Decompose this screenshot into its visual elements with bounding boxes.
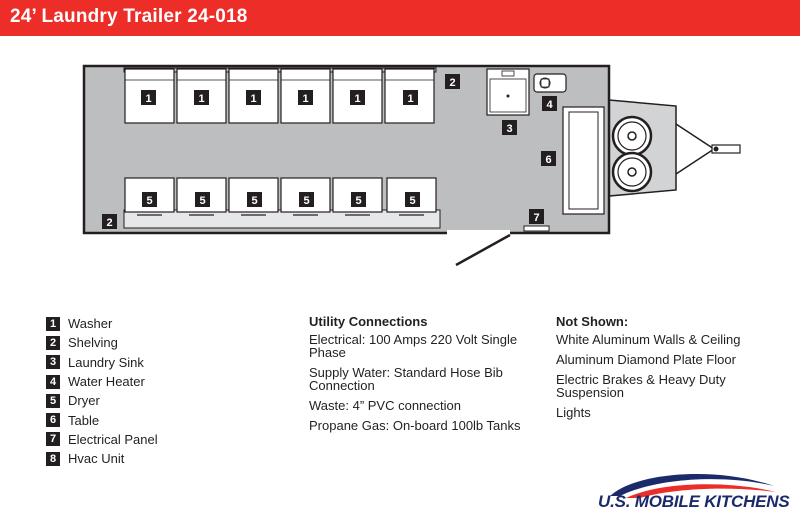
dryer: 5: [386, 177, 437, 216]
dryer: 5: [228, 177, 279, 216]
washer: 1: [332, 68, 383, 124]
shelving-top: [123, 67, 437, 73]
shelving-bottom: [123, 209, 441, 229]
legend-item: 6 Table: [46, 410, 158, 429]
legend-number: 1: [46, 316, 60, 331]
not-shown: Not Shown: White Aluminum Walls & Ceilin…: [556, 314, 786, 426]
shelving-tag: 2: [449, 77, 455, 89]
washer: 1: [384, 68, 435, 124]
dryer: 5: [332, 177, 383, 216]
table-tag: 6: [545, 154, 551, 166]
legend-item: 3 Laundry Sink: [46, 353, 158, 372]
washer-tag: 1: [407, 93, 413, 105]
legend-number: 2: [46, 335, 60, 350]
utility-title: Utility Connections: [309, 314, 428, 329]
dryer-tag: 5: [409, 195, 415, 207]
utility-item: Electrical: 100 Amps 220 Volt Single Pha…: [309, 332, 518, 360]
panel-tag-box: [529, 209, 544, 224]
hitch-frame: [675, 123, 716, 175]
table-tag-box: [541, 151, 556, 166]
not-shown-item: Aluminum Diamond Plate Floor: [556, 352, 736, 367]
water-heater-tag-box: [542, 96, 557, 111]
dryer-tag: 5: [355, 195, 361, 207]
electrical-panel: [523, 225, 550, 232]
dryer: 5: [280, 177, 331, 216]
floor-plan: 1 1 1 1 1 1: [82, 64, 741, 267]
legend-label: Hvac Unit: [68, 451, 125, 467]
utility-connections: Utility Connections Electrical: 100 Amps…: [309, 314, 529, 439]
shelving-tag: 2: [106, 217, 112, 229]
header-bar: 24’ Laundry Trailer 24-018: [0, 0, 800, 36]
dryer-tag: 5: [146, 195, 152, 207]
legend-item: 7 Electrical Panel: [46, 430, 158, 449]
door-opening: [447, 230, 510, 236]
panel-tag: 7: [533, 212, 539, 224]
washer: 1: [228, 68, 279, 124]
dryer-tag: 5: [199, 195, 205, 207]
legend-item: 1 Washer: [46, 314, 158, 333]
legend-item: 4 Water Heater: [46, 372, 158, 391]
laundry-sink: [486, 68, 530, 116]
water-heater-tag: 4: [546, 99, 553, 111]
washer-tag: 1: [198, 93, 204, 105]
dryer-tag: 5: [303, 195, 309, 207]
dryers: 5 5 5 5 5 5: [124, 177, 437, 216]
washer-tag: 1: [250, 93, 256, 105]
legend-label: Electrical Panel: [68, 431, 158, 447]
washers: 1 1 1 1 1 1: [124, 68, 435, 124]
dryer-tag: 5: [251, 195, 257, 207]
utility-item: Propane Gas: On-board 100lb Tanks: [309, 418, 521, 433]
page-title: 24’ Laundry Trailer 24-018: [10, 6, 248, 27]
washer-tag: 1: [354, 93, 360, 105]
legend-label: Dryer: [68, 393, 100, 409]
propane-tank: [611, 115, 653, 157]
legend-label: Water Heater: [68, 374, 145, 390]
legend-number: 6: [46, 413, 60, 428]
dryer: 5: [176, 177, 227, 216]
not-shown-title: Not Shown:: [556, 314, 629, 329]
sink-tag: 3: [506, 123, 512, 135]
logo-swoosh-icon: [610, 473, 776, 498]
propane-tank: [611, 151, 653, 193]
not-shown-item: Electric Brakes & Heavy Duty Suspension: [556, 372, 726, 400]
utility-item: Supply Water: Standard Hose Bib Connecti…: [309, 365, 503, 393]
shelving-tag-box: [445, 74, 460, 89]
not-shown-item: White Aluminum Walls & Ceiling: [556, 332, 741, 347]
legend-label: Table: [68, 412, 100, 428]
logo-text: U.S. MOBILE KITCHENS: [598, 492, 790, 512]
legend-number: 3: [46, 355, 60, 370]
hitch-coupler: [711, 144, 741, 154]
legend-number: 7: [46, 432, 60, 447]
washer: 1: [176, 68, 227, 124]
not-shown-item: Lights: [556, 405, 591, 420]
legend: 1 Washer 2 Shelving 3 Laundry Sink 4 Water H…: [46, 314, 158, 468]
washer: 1: [280, 68, 331, 124]
legend-label: Washer: [68, 316, 113, 332]
legend-number: 8: [46, 451, 60, 466]
legend-number: 4: [46, 374, 60, 389]
washer-tag: 1: [145, 93, 151, 105]
table: [562, 106, 605, 215]
washer: 1: [124, 68, 175, 124]
door: [455, 233, 511, 267]
legend-item: 2 Shelving: [46, 333, 158, 352]
logo-text-us: U.S.: [598, 492, 635, 511]
company-logo: U.S. MOBILE KITCHENS: [596, 468, 792, 518]
hitch-ball: [713, 146, 719, 152]
legend-item: 8 Hvac Unit: [46, 449, 158, 468]
utility-item: Waste: 4” PVC connection: [309, 398, 461, 413]
logo-text-mobile-kitchens: MOBILE KITCHENS: [634, 492, 790, 511]
legend-number: 5: [46, 393, 60, 408]
washer-tag: 1: [302, 93, 308, 105]
water-heater: [533, 73, 567, 93]
shelving-tag-box: [102, 214, 117, 229]
sink-tag-box: [502, 120, 517, 135]
legend-label: Shelving: [68, 335, 118, 351]
legend-label: Laundry Sink: [68, 354, 144, 370]
dryer: 5: [124, 177, 175, 216]
legend-item: 5 Dryer: [46, 391, 158, 410]
